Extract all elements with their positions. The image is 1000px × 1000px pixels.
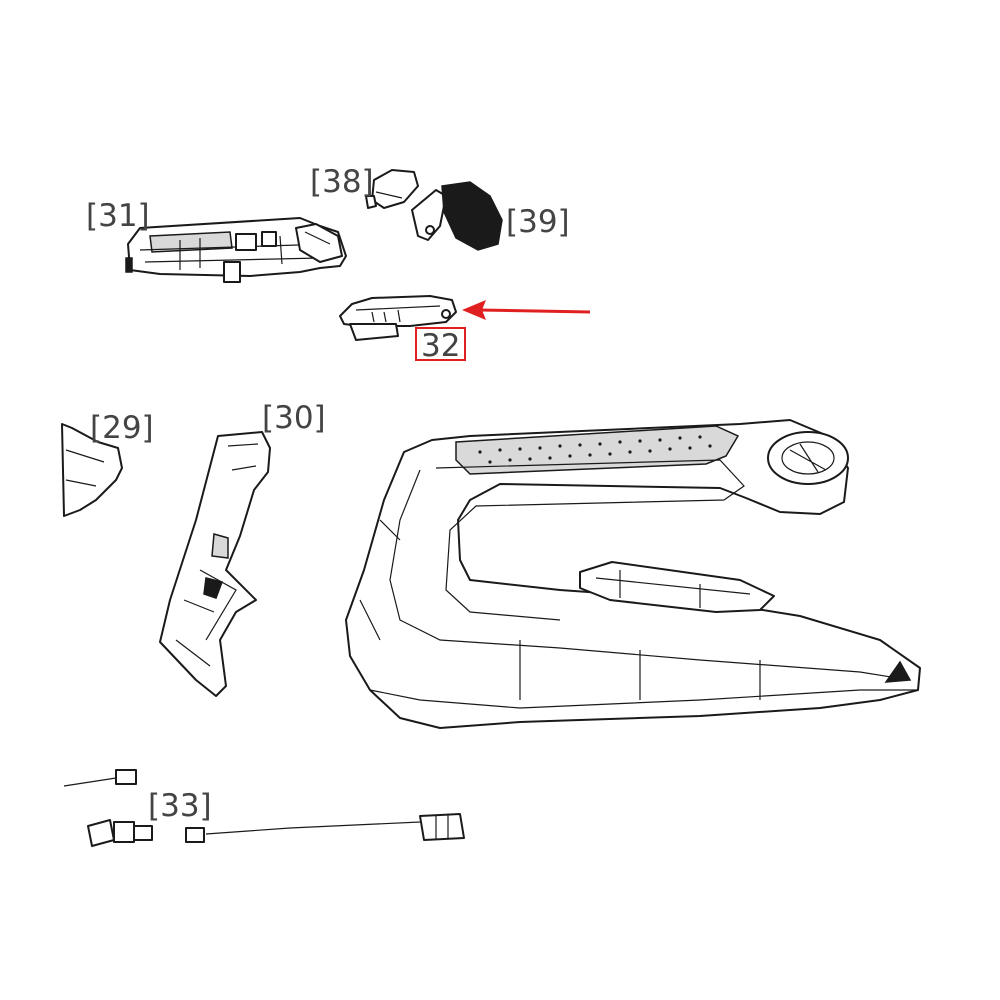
part-31 xyxy=(125,217,347,283)
grip-dots xyxy=(478,435,712,464)
part-33 xyxy=(63,769,465,847)
label-38: [38] xyxy=(310,164,374,200)
label-32: 32 xyxy=(421,328,460,364)
part-30 xyxy=(159,431,271,697)
iron-body xyxy=(345,419,921,729)
label-39: [39] xyxy=(506,204,570,240)
part-38 xyxy=(365,169,419,209)
label-30: [30] xyxy=(262,400,326,436)
highlight-box xyxy=(415,327,466,361)
label-33: [33] xyxy=(148,788,212,824)
pointer-arrow xyxy=(462,300,591,320)
label-31: [31] xyxy=(86,198,150,234)
part-29 xyxy=(61,423,123,517)
label-29: [29] xyxy=(90,410,154,446)
part-32 xyxy=(339,295,457,341)
part-39 xyxy=(411,181,503,251)
